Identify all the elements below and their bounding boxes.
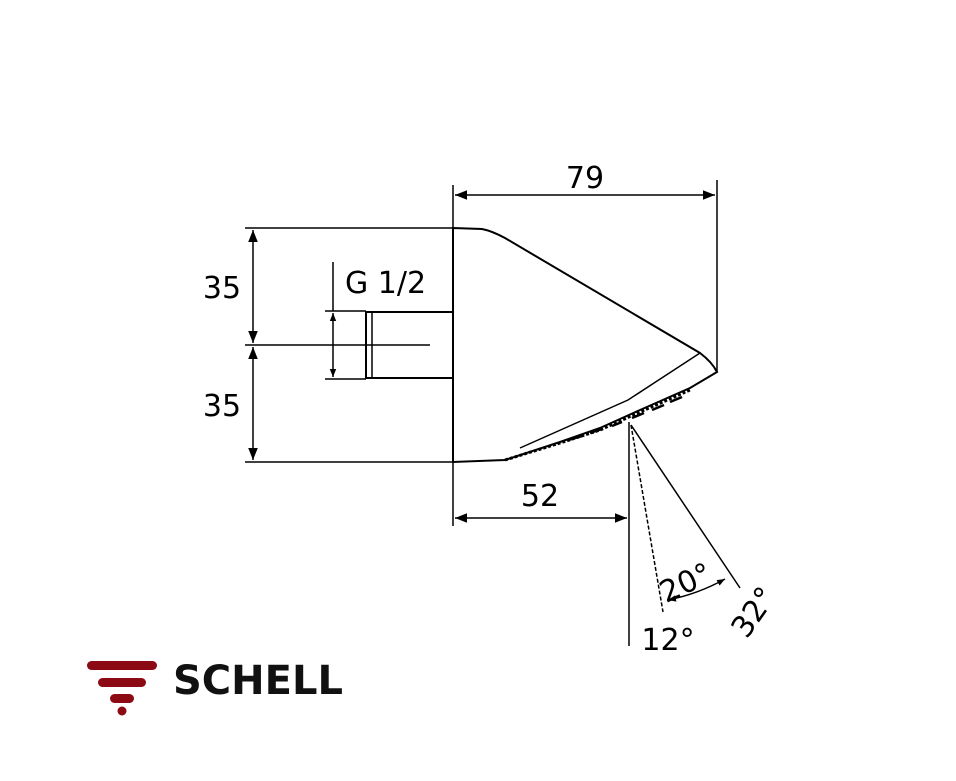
spray-line-12 [630, 424, 664, 613]
angle-label-32: 32° [725, 581, 784, 645]
angle-label-12: 12° [641, 623, 694, 658]
angle-label-20: 20° [654, 556, 717, 610]
spray-line-32 [630, 424, 741, 589]
schell-logo: SCHELL [87, 658, 343, 716]
logo-symbol-icon [87, 661, 157, 716]
dim-label-52: 52 [521, 479, 559, 514]
dim-label-thread: G 1/2 [345, 266, 426, 301]
dim-label-35-lower: 35 [203, 389, 241, 424]
shower-head-body [452, 226, 719, 464]
logo-text: SCHELL [173, 658, 343, 704]
dim-label-35-upper: 35 [203, 271, 241, 306]
dim-label-79: 79 [566, 161, 604, 196]
angle-arc-20 [667, 578, 726, 602]
nozzle-details [567, 395, 683, 442]
